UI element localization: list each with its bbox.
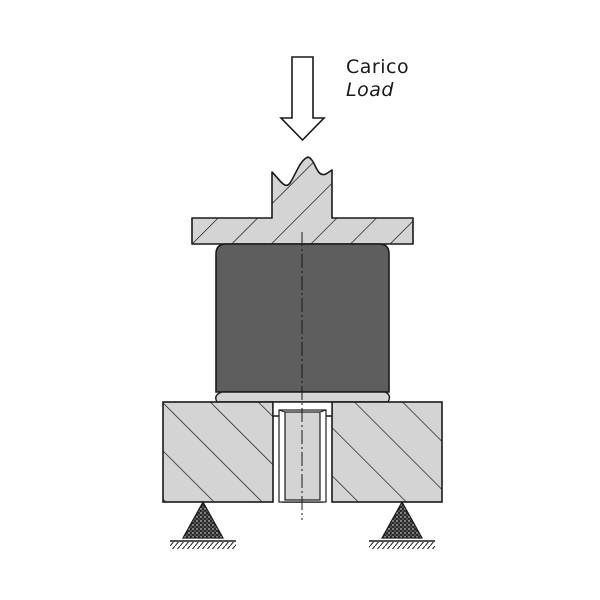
base-block-left <box>162 401 274 503</box>
support-right-icon <box>369 500 435 549</box>
load-arrow-icon <box>279 56 326 142</box>
top-plate <box>191 156 414 245</box>
base-block-right <box>331 401 443 503</box>
load-label-english: Load <box>346 79 394 101</box>
rubber-element <box>215 243 391 403</box>
load-label-italian: Carico <box>346 56 410 78</box>
support-left-icon <box>170 500 236 549</box>
